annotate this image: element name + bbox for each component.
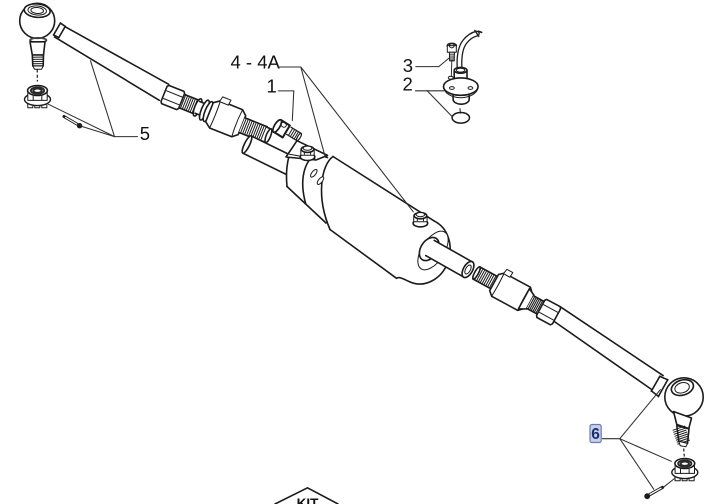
svg-text:1: 1	[267, 76, 277, 97]
svg-text:6: 6	[591, 426, 600, 443]
svg-text:2: 2	[403, 74, 413, 95]
svg-text:5: 5	[140, 123, 150, 144]
svg-text:3: 3	[403, 55, 413, 76]
svg-text:4 - 4A: 4 - 4A	[231, 51, 281, 72]
svg-text:KIT: KIT	[297, 496, 320, 504]
